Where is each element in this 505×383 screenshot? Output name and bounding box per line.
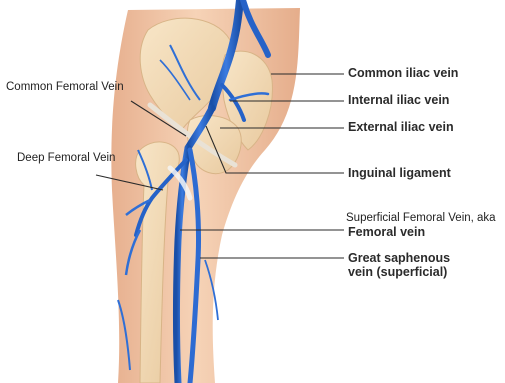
label-superficial-femoral-vein-line2: Femoral vein bbox=[348, 225, 425, 239]
label-common-iliac-vein: Common iliac vein bbox=[348, 66, 458, 80]
label-deep-femoral-vein: Deep Femoral Vein bbox=[17, 152, 115, 164]
label-external-iliac-vein: External iliac vein bbox=[348, 120, 454, 134]
label-inguinal-ligament: Inguinal ligament bbox=[348, 166, 451, 180]
label-great-saphenous-line2: vein (superficial) bbox=[348, 265, 447, 279]
label-superficial-femoral-vein-line1: Superficial Femoral Vein, aka bbox=[346, 212, 496, 224]
label-common-femoral-vein: Common Femoral Vein bbox=[6, 81, 124, 93]
label-great-saphenous-line1: Great saphenous bbox=[348, 251, 450, 265]
label-internal-iliac-vein: Internal iliac vein bbox=[348, 93, 449, 107]
